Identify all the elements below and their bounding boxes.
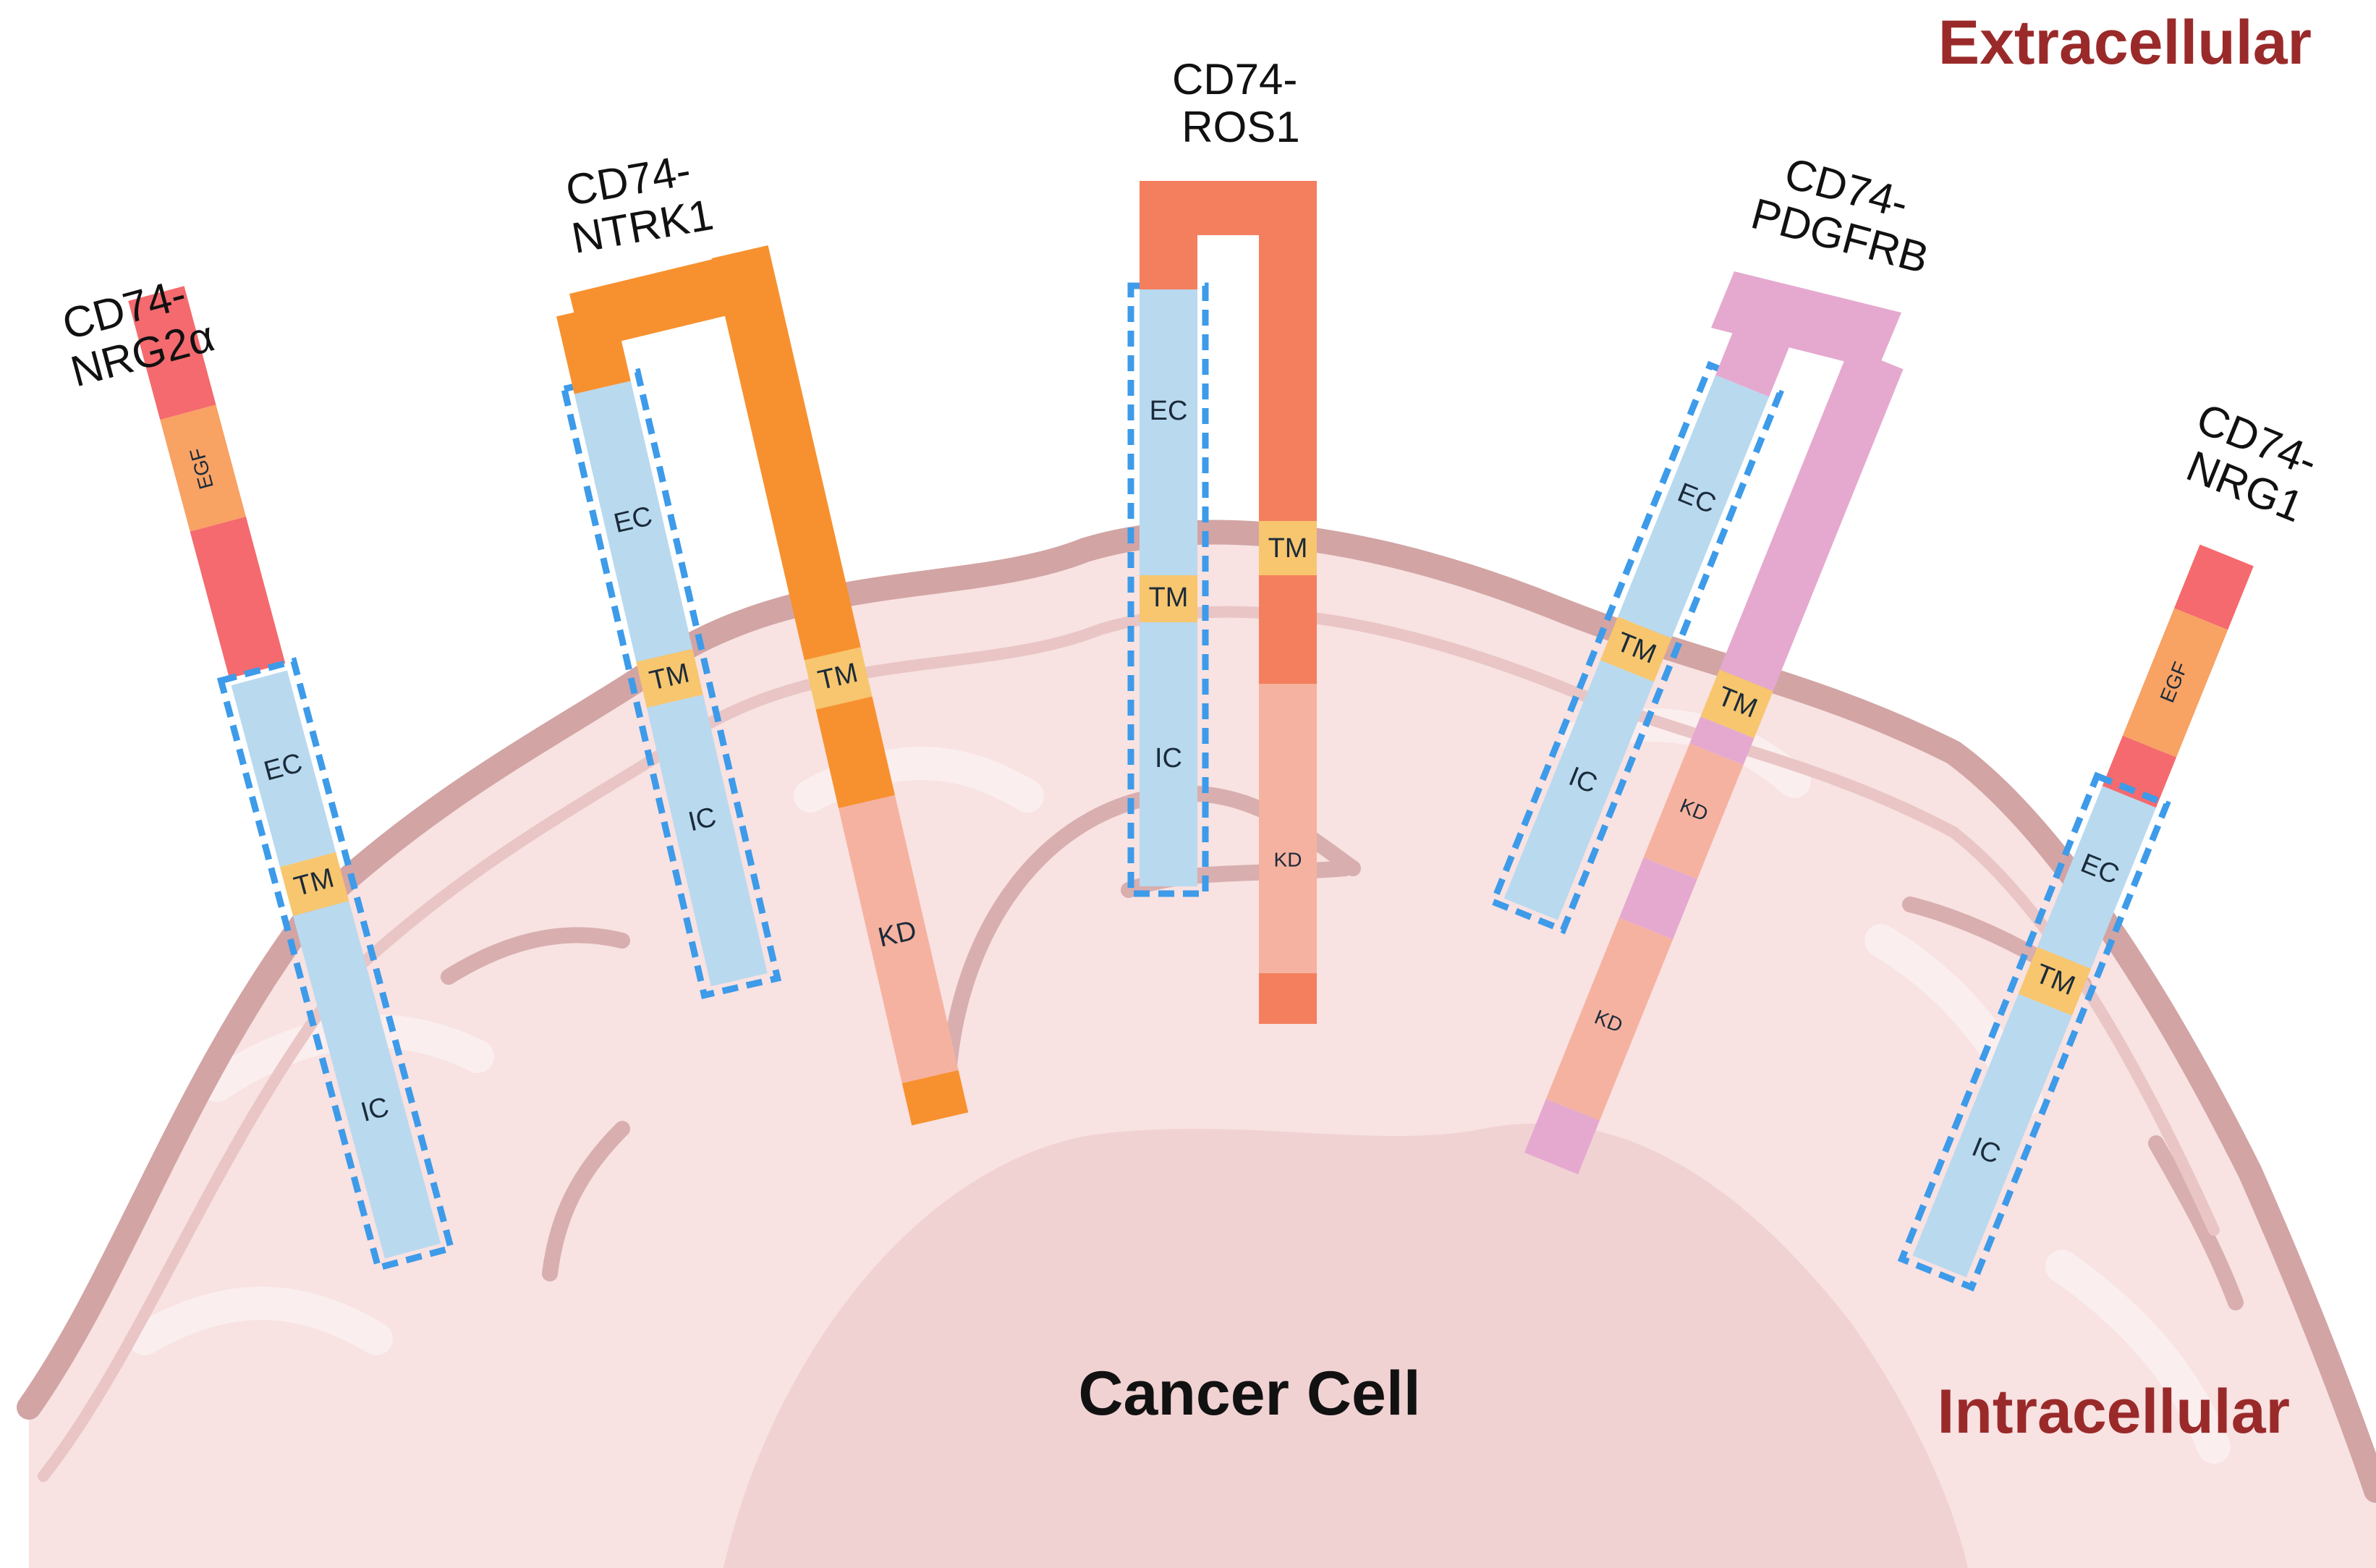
pdgfrb-upper-segment bbox=[1719, 347, 1904, 692]
ros1-name: CD74- ROS1 bbox=[1172, 55, 1310, 151]
ntrk1-ic-label: IC bbox=[685, 802, 718, 837]
pdgfrb-cd74-ec bbox=[1618, 375, 1770, 639]
ros1-kd bbox=[1259, 684, 1317, 973]
ntrk1-bridge bbox=[569, 258, 730, 350]
pdgfrb-cd74-tm bbox=[1600, 616, 1672, 682]
fusion-cd74-nrg2a: EGF EC TM IC CD74- NRG2α bbox=[57, 270, 455, 1272]
nrg1-lower-segment bbox=[2102, 735, 2177, 808]
nrg1-cd74-tm bbox=[2018, 946, 2092, 1016]
ros1-upper-segment bbox=[1259, 181, 1317, 521]
nrg2a-egf-domain bbox=[160, 404, 246, 532]
nrg2a-lower-segment bbox=[190, 516, 286, 679]
ntrk1-name: CD74- NTRK1 bbox=[560, 143, 717, 263]
pdgfrb-tail bbox=[1524, 1098, 1600, 1174]
ntrk1-tm bbox=[804, 647, 873, 710]
ntrk1-cd74-tm bbox=[636, 648, 703, 708]
ros1-cd74-ec bbox=[1140, 289, 1197, 575]
ntrk1-mid-segment bbox=[815, 696, 895, 808]
ntrk1-cd74-ec bbox=[574, 381, 693, 662]
nrg1-cd74-ec bbox=[2037, 786, 2156, 969]
ros1-name-line1: CD74- bbox=[1172, 55, 1297, 103]
cancer-cell-body bbox=[17, 520, 2376, 1568]
pdgfrb-bridge bbox=[1711, 271, 1901, 370]
ntrk1-kd bbox=[839, 794, 959, 1083]
nrg2a-cd74-tm bbox=[279, 852, 349, 916]
fusion-cd74-ros1: EC TM IC TM KD CD74- ROS1 bbox=[1127, 55, 1317, 1024]
pdgfrb-mid-segment bbox=[1689, 716, 1755, 766]
fusion-cd74-pdgfrb: EC TM IC TM KD KD CD74- PDGFRB bbox=[1489, 143, 1946, 1174]
ntrk1-tail bbox=[901, 1069, 969, 1126]
pdgfrb-insert bbox=[1618, 857, 1697, 940]
nrg2a-top-segment bbox=[128, 286, 216, 420]
ros1-tm-label-2: TM bbox=[1268, 533, 1308, 564]
nrg1-top-segment bbox=[2174, 544, 2254, 630]
nrg1-egf-domain bbox=[2122, 608, 2228, 758]
cell-membrane-inner bbox=[38, 606, 2220, 1482]
ros1-mid-segment bbox=[1259, 575, 1317, 684]
nrg2a-cd74-ec bbox=[231, 670, 336, 868]
ntrk1-upper-segment bbox=[711, 245, 861, 661]
ros1-kd-label: KD bbox=[1274, 848, 1302, 870]
pdgfrb-kd-1 bbox=[1643, 743, 1744, 879]
ros1-cd74-ic bbox=[1140, 622, 1197, 886]
ros1-ec-label: EC bbox=[1150, 396, 1188, 426]
ros1-tm bbox=[1259, 521, 1317, 575]
nrg1-cd74-ic bbox=[1912, 993, 2072, 1278]
fusion-cd74-ntrk1: EC TM IC TM KD CD74- NTRK1 bbox=[556, 143, 969, 1126]
ros1-ic-label: IC bbox=[1155, 743, 1182, 774]
pdgfrb-kd-2 bbox=[1545, 918, 1673, 1121]
pdgfrb-cd74-ic bbox=[1503, 660, 1654, 920]
cell-nucleus bbox=[724, 1123, 1968, 1568]
nrg2a-cd74-outline bbox=[216, 657, 455, 1272]
nrg1-name: CD74- NRG1 bbox=[2172, 394, 2335, 535]
ros1-cd74-tm bbox=[1140, 575, 1197, 622]
pdgfrb-name: CD74- PDGFRB bbox=[1747, 143, 1946, 282]
cancer-cell-label: Cancer Cell bbox=[1078, 1359, 1420, 1428]
ntrk1-cd74-ic bbox=[646, 695, 768, 986]
ros1-tail bbox=[1259, 973, 1317, 1024]
ros1-name-line2: ROS1 bbox=[1181, 103, 1299, 151]
intracellular-label: Intracellular bbox=[1937, 1377, 2290, 1446]
extracellular-label: Extracellular bbox=[1938, 8, 2312, 77]
pdgfrb-tm bbox=[1700, 669, 1773, 739]
fusion-cd74-nrg1: EGF EC TM IC CD74- NRG1 bbox=[1897, 394, 2335, 1292]
ros1-tm-label: TM bbox=[1149, 582, 1189, 613]
nrg2a-cd74-ic bbox=[293, 901, 441, 1259]
